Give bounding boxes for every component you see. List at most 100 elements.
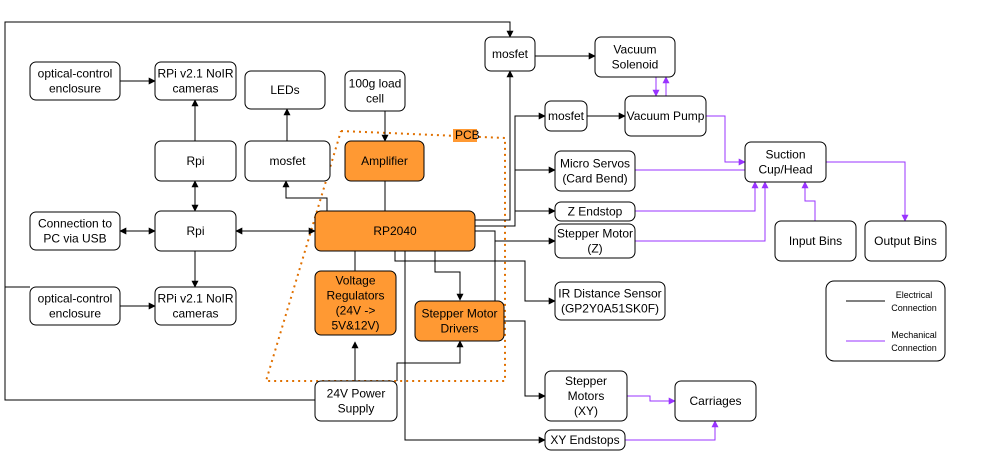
node-label: Micro Servos (560, 157, 630, 171)
node-carriages: Carriages (674, 380, 757, 422)
pcb-label: PCB (455, 128, 480, 142)
stepxy-to-carriages-mechanical (627, 395, 676, 405)
node-box (544, 370, 628, 422)
node-label: LEDs (270, 83, 299, 97)
node-label: RPi v2.1 NoIR (157, 67, 233, 81)
node-label: Output Bins (874, 234, 937, 248)
rp2040-to-xyend-electrical (404, 251, 546, 444)
node-label: mosfet (492, 47, 529, 61)
node-box (344, 70, 406, 112)
node-box (484, 36, 536, 72)
node-box (554, 150, 636, 192)
node-mosfet-led: mosfet (244, 140, 331, 182)
node-box (544, 100, 588, 132)
node-label: Supply (338, 402, 375, 416)
node-box (554, 201, 636, 222)
node-box (244, 140, 331, 182)
node-label: PC via USB (43, 232, 106, 246)
node-label: Rpi (186, 224, 204, 238)
pump-to-suction-mechanical (706, 115, 746, 166)
node-box (594, 36, 676, 78)
node-box (244, 70, 326, 110)
psu-feed-line-electrical (4, 286, 315, 401)
node-box (554, 281, 666, 321)
node-box (154, 140, 237, 182)
node-label: RPi v2.1 NoIR (157, 292, 233, 306)
node-label: Cup/Head (758, 163, 812, 177)
node-box (544, 429, 626, 451)
legend-mechanical-label: Mechanical (891, 330, 937, 340)
node-box (154, 210, 237, 252)
node-label: (Z) (587, 242, 602, 256)
rp2040-to-smd-electrical (434, 251, 464, 301)
node-label: (Card Bend) (562, 172, 627, 186)
node-label: (24V -> (336, 304, 376, 318)
rp2040-to-led-mosfet-electrical (282, 180, 328, 211)
legend-mechanical-label: Connection (891, 343, 937, 353)
node-box (774, 220, 857, 262)
rp2040-to-pump-mosfet-electrical (475, 112, 546, 227)
node-inbins: Input Bins (774, 220, 857, 262)
node-box (29, 211, 121, 251)
node-label: 24V Power (327, 387, 386, 401)
node-label: Input Bins (789, 234, 842, 248)
node-label: optical-control (38, 67, 113, 81)
node-label: Rpi (186, 154, 204, 168)
pcb-label-bg (453, 129, 477, 142)
node-label: cell (366, 92, 384, 106)
node-rpi-a: Rpi (154, 140, 237, 182)
node-label: Drivers (441, 322, 479, 336)
node-label: cameras (172, 307, 218, 321)
node-label: cameras (172, 82, 218, 96)
node-label: Amplifier (361, 154, 408, 168)
xyend-to-carriages-mechanical (625, 420, 719, 441)
node-label: Stepper Motor (557, 227, 633, 241)
node-box (154, 61, 237, 101)
node-outbins: Output Bins (864, 220, 947, 262)
node-servos: Micro Servos(Card Bend) (554, 150, 636, 192)
node-label: Solenoid (612, 58, 659, 72)
node-box (344, 140, 425, 182)
node-amplifier: Amplifier (344, 140, 425, 182)
node-label: enclosure (49, 307, 101, 321)
top-feed-to-mosfet-electrical (4, 21, 514, 287)
node-label: Motors (568, 389, 605, 403)
node-zend: Z Endstop (554, 201, 636, 222)
node-label: Stepper Motor (421, 307, 497, 321)
node-mosfet-top: mosfet (484, 36, 536, 72)
rp2040-to-ir-electrical (394, 251, 556, 305)
rp2040-to-top-mosfet-electrical (475, 70, 514, 221)
psu-to-smd-electrical (396, 340, 464, 381)
node-stepz: Stepper Motor(Z) (554, 223, 636, 259)
node-label: optical-control (38, 292, 113, 306)
node-mosfet-pump: mosfet (544, 100, 588, 132)
node-label: (XY) (574, 404, 598, 418)
node-rpi-b: Rpi (154, 210, 237, 252)
legend-electrical-label: Connection (891, 303, 937, 313)
node-box (314, 380, 398, 422)
node-label: mosfet (548, 109, 585, 123)
node-label: (GP2Y0A51SK0F) (561, 302, 659, 316)
node-label: Stepper (565, 374, 607, 388)
suction-to-outbins-mechanical (826, 161, 909, 222)
node-xyend: XY Endstops (544, 429, 626, 451)
inbins-to-suction-mechanical (801, 181, 816, 221)
node-label: Z Endstop (568, 205, 623, 219)
node-label: 100g load (349, 77, 402, 91)
smd-to-stepxy-electrical (504, 320, 546, 400)
legend-electrical-label: Electrical (896, 290, 933, 300)
node-box (864, 220, 947, 262)
